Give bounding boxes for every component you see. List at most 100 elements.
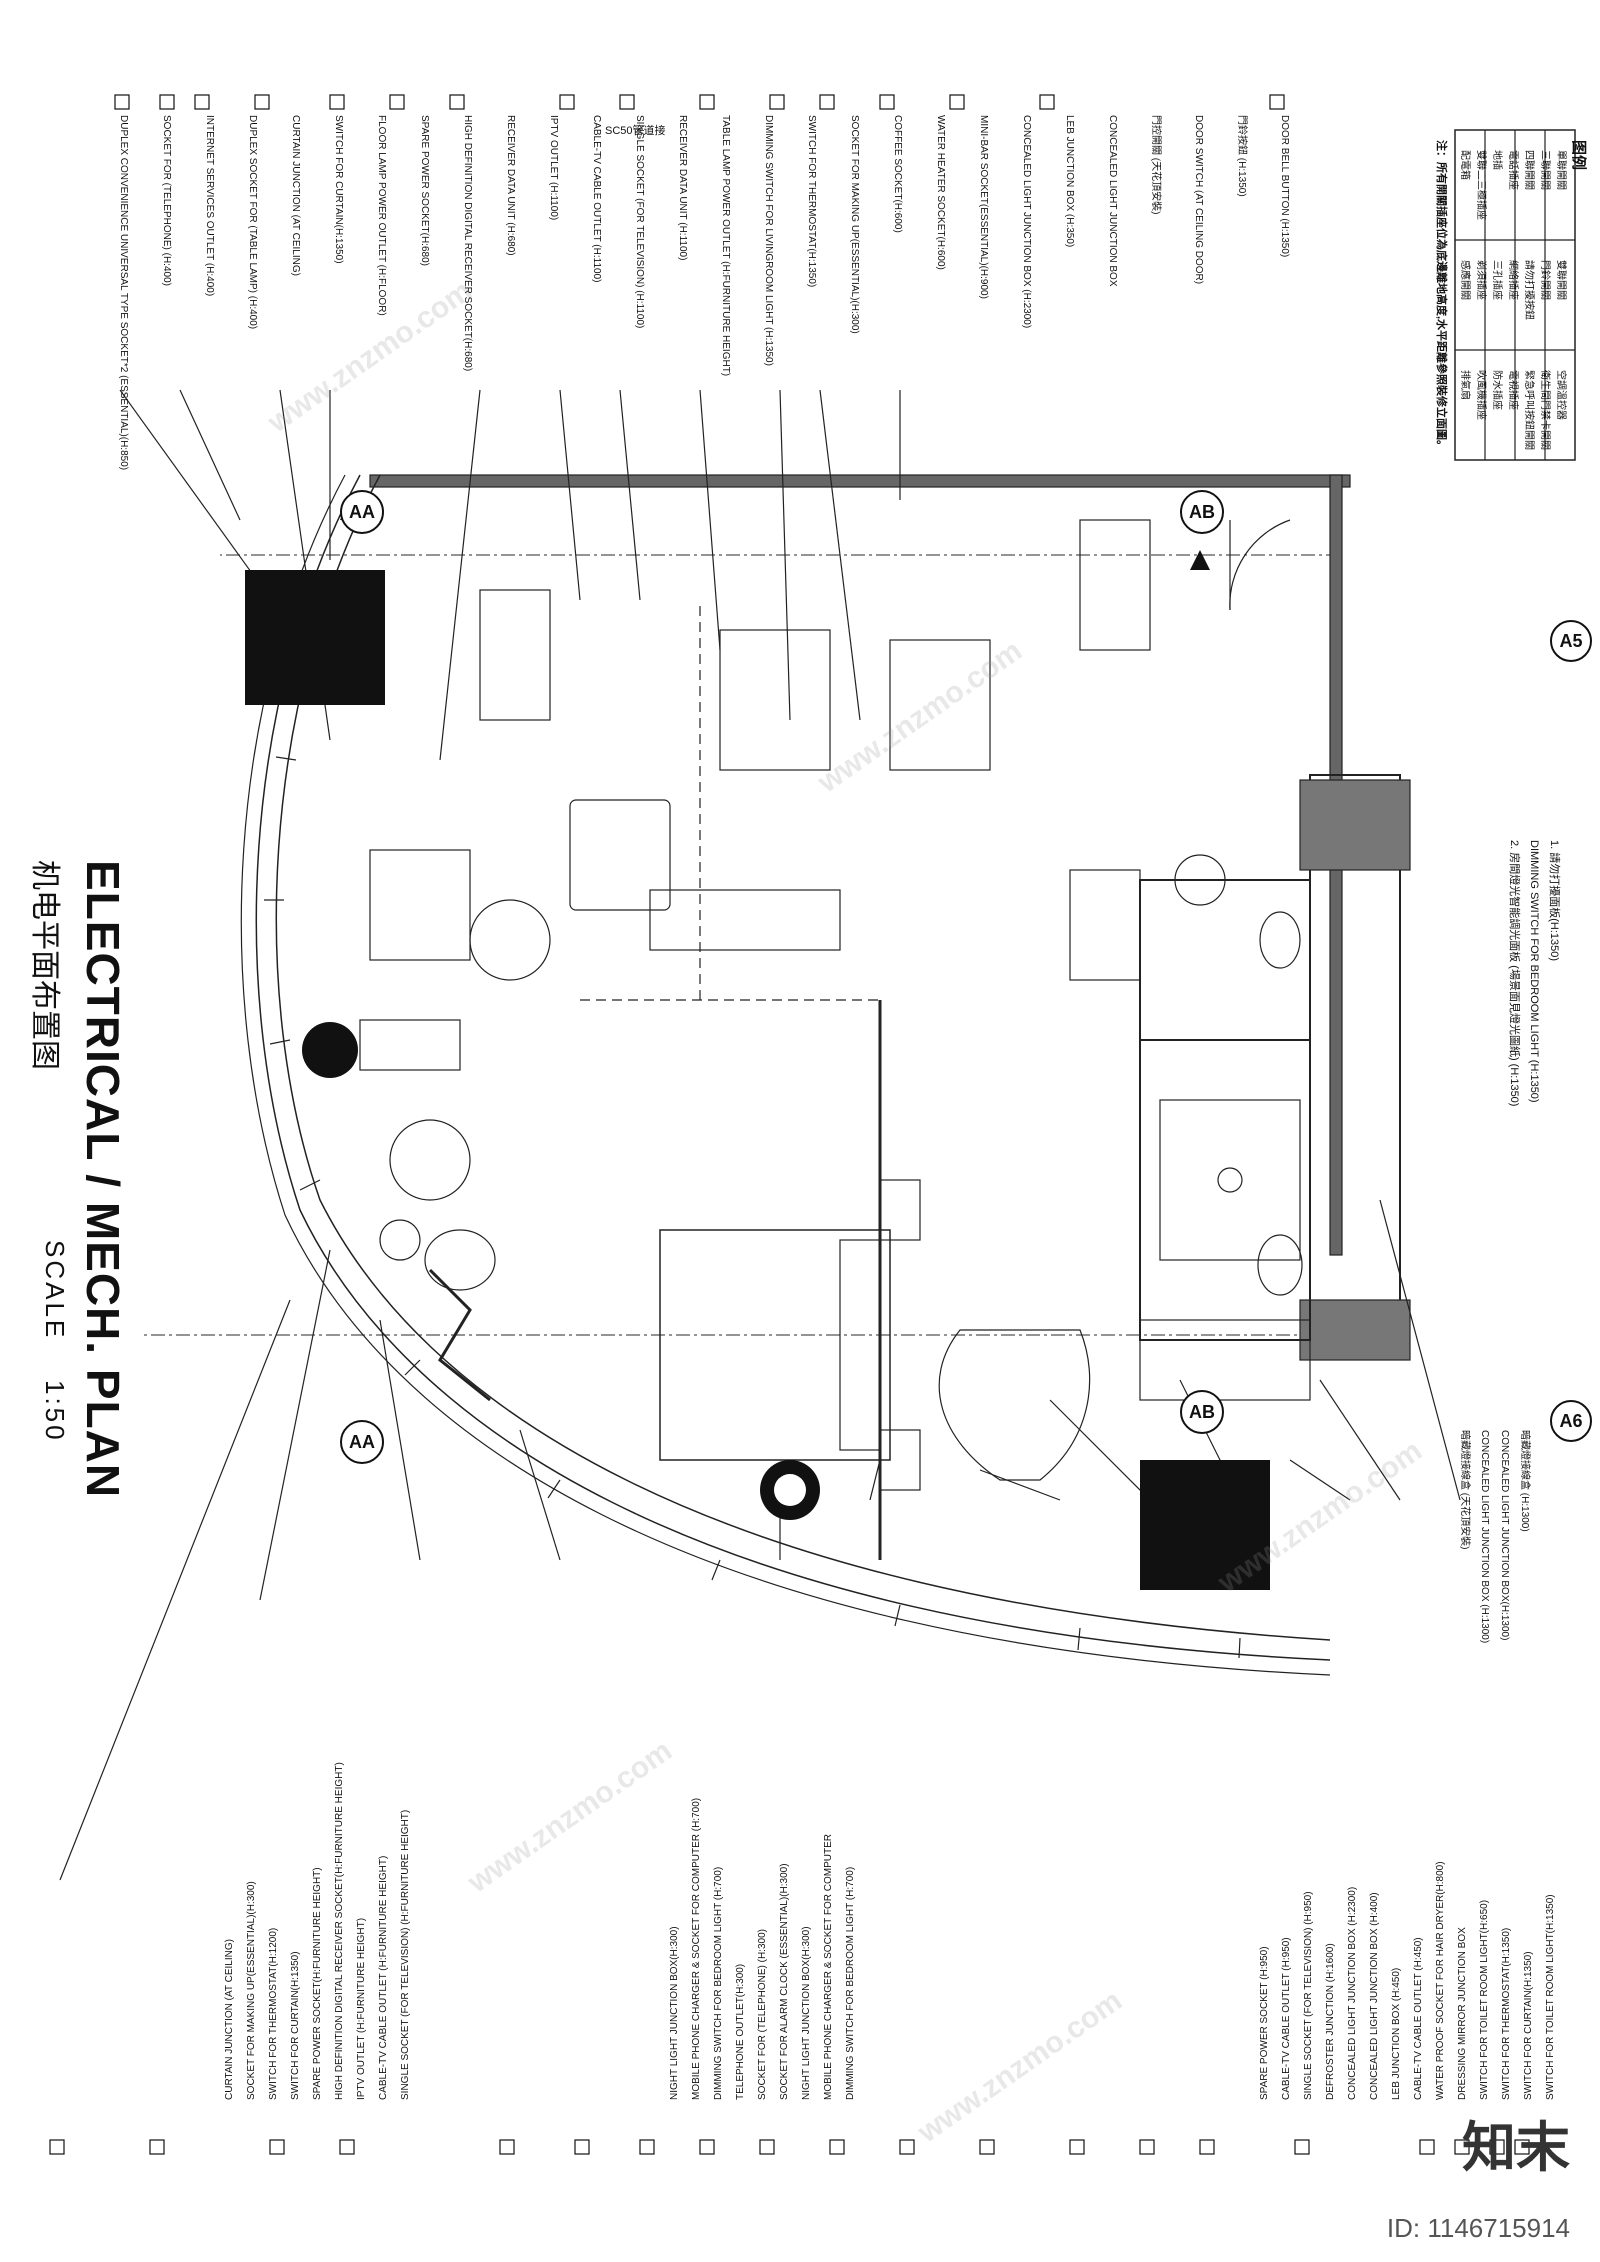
left-label: 門鈴按鈕 (H:1350) (1236, 115, 1247, 197)
bottom-mid-label: DIMMING SWITCH FOR BEDROOM LIGHT (H:700) (713, 1866, 724, 2100)
bottom-left-label: SWITCH FOR THERMOSTAT(H:1200) (268, 1927, 279, 2100)
bottom-right-label: WATER PROOF SOCKET FOR HAIR DRYER(H:800) (1435, 1861, 1446, 2100)
legend-cell: 防水插座 (1491, 370, 1502, 410)
left-label: HIGH DEFINITION DIGITAL RECEIVER SOCKET(… (462, 115, 473, 372)
top-right-label: 1. 請勿打擾面板(H:1350) (1548, 840, 1560, 962)
bottom-mid-label: TELEPHONE OUTLET(H:300) (735, 1963, 746, 2100)
legend-cell: 門鈴開關 (1539, 260, 1550, 300)
left-label: INTERNET SERVICES OUTLET (H:400) (204, 115, 215, 297)
bottom-mid-label: SOCKET FOR ALARM CLOCK (ESSENTIAL)(H:300… (779, 1863, 790, 2100)
right-top-label: 暗藏燈接線盒 (H:1300) (1519, 1430, 1530, 1532)
left-label: RECEIVER DATA UNIT (H:680) (505, 115, 516, 256)
legend-cell: 雙聯開關 (1555, 260, 1566, 300)
bottom-mid-label: SOCKET FOR (TELEPHONE) (H:300) (757, 1929, 768, 2100)
section-mark-aa-bottom: AA (340, 1420, 384, 1464)
section-mark-ab: AB (1180, 490, 1224, 534)
bottom-right-label: DRESSING MIRROR JUNCTION BOX (1457, 1927, 1468, 2100)
bottom-right-label: SWITCH FOR THERMOSTAT(H:1350) (1501, 1927, 1512, 2100)
legend-cell: 緊急呼叫按鈕開關 (1523, 370, 1534, 450)
legend-header: 图例 (1570, 140, 1587, 171)
legend-cell: 吹風機插座 (1475, 370, 1486, 420)
left-label: CONCEALED LIGHT JUNCTION BOX (1107, 115, 1118, 287)
left-label: FLOOR LAMP POWER OUTLET (H:FLOOR) (376, 115, 387, 316)
left-label: 門控開關 (天花頂安裝) (1150, 115, 1161, 215)
legend-cell: 四聯開關 (1523, 150, 1534, 190)
id-text: ID: 1146715914 (1386, 2213, 1570, 2243)
bottom-right-label: DEFROSTER JUNCTION (H:1600) (1325, 1943, 1336, 2100)
bottom-right-label: SINGLE SOCKET (FOR TELEVISION) (H:950) (1303, 1891, 1314, 2100)
legend-cell: 單聯開關 (1555, 150, 1566, 190)
left-label: MINI-BAR SOCKET(ESSENTIAL)(H:900) (978, 115, 989, 299)
left-label: LEB JUNCTION BOX (H:350) (1064, 115, 1075, 248)
bottom-mid-label: MOBILE PHONE CHARGER & SOCKET FOR COMPUT… (823, 1834, 834, 2100)
left-label: DUPLEX SOCKET FOR (TABLE LAMP) (H:400) (247, 115, 258, 330)
brand-logo: 知末 (1462, 2116, 1570, 2179)
bottom-right-label: LEB JUNCTION BOX (H:450) (1391, 1967, 1402, 2100)
bottom-left-label: SINGLE SOCKET (FOR TELEVISION) (H:FURNIT… (400, 1809, 411, 2100)
grid-bubble-a6: A6 (1550, 1400, 1592, 1442)
left-label: SINGLE SOCKET (FOR TELEVISION) (H:1100) (634, 115, 645, 329)
legend-cell: 地插 (1491, 150, 1502, 170)
right-top-label: CONCEALED LIGHT JUNCTION BOX (H:1300) (1479, 1430, 1490, 1644)
grid-bubble-a5: A5 (1550, 620, 1592, 662)
left-label: SOCKET FOR (TELEPHONE) (H:400) (161, 115, 172, 286)
plan-title-en: ELECTRICAL / MECH. PLAN (77, 860, 129, 1499)
bottom-right-label: SWITCH FOR TOILET ROOM LIGHT(H:1350) (1545, 1894, 1556, 2100)
legend-cell: 三聯開關 (1539, 150, 1550, 190)
left-label: WATER HEATER SOCKET(H:600) (935, 115, 946, 270)
left-label: IPTV OUTLET (H:1100) (548, 115, 559, 221)
left-label: SWITCH FOR CURTAIN(H:1350) (333, 115, 344, 264)
bottom-right-label: CABLE-TV CABLE OUTLET (H:950) (1281, 1937, 1292, 2100)
bottom-left-label: SPARE POWER SOCKET(H:FURNITURE HEIGHT) (312, 1867, 323, 2100)
plan-title-cn: 机电平面布置图 (27, 860, 62, 1070)
bottom-right-label: CONCEALED LIGHT JUNCTION BOX (H:2300) (1347, 1886, 1358, 2100)
bottom-left-label: SWITCH FOR CURTAIN(H:1350) (290, 1951, 301, 2100)
left-label: SWITCH FOR THERMOSTAT(H:1350) (806, 115, 817, 288)
top-right-label: 2. 房間燈光智能調光面板 (場景面見燈光圖紙) (H:1350) (1508, 840, 1520, 1107)
legend-cell: 排氣扇 (1459, 370, 1470, 400)
legend-cell: 請勿打擾按鈕 (1523, 260, 1534, 320)
bottom-right-label: CONCEALED LIGHT JUNCTION BOX (H:400) (1369, 1892, 1380, 2100)
bottom-mid-label: MOBILE PHONE CHARGER & SOCKET FOR COMPUT… (691, 1797, 702, 2100)
section-mark-aa: AA (340, 490, 384, 534)
conduit-label: SC50管道接 (605, 125, 666, 137)
bottom-left-label: SOCKET FOR MAKING UP(ESSENTIAL)(H:300) (246, 1881, 257, 2100)
left-label: DUPLEX CONVENIENCE UNIVERSAL TYPE SOCKET… (118, 115, 129, 471)
left-label: CABLE-TV CABLE OUTLET (H:1100) (591, 115, 602, 283)
right-top-label: 暗藏燈接線盒 (天花頂安裝) (1459, 1430, 1470, 1550)
left-label: DOOR BELL BUTTON (H:1350) (1279, 115, 1290, 258)
bottom-mid-label: DIMMING SWITCH FOR BEDROOM LIGHT (H:700) (845, 1866, 856, 2100)
left-label: COFFEE SOCKET(H:600) (892, 115, 903, 233)
top-right-label: DIMMING SWITCH FOR BEDROOM LIGHT (H:1350… (1528, 840, 1540, 1103)
bottom-right-label: SPARE POWER SOCKET (H:950) (1259, 1946, 1270, 2100)
left-label: CURTAIN JUNCTION (AT CEILING) (290, 115, 301, 276)
legend-cell: 三孔插座 (1491, 260, 1502, 300)
left-label: CONCEALED LIGHT JUNCTION BOX (H:2300) (1021, 115, 1032, 329)
legend-note: 注：所有開關插座位為底邊離地高度,水平距離參照裝修立面圖。 (1435, 140, 1447, 452)
legend-cell: 雙聯二三極插座 (1475, 150, 1486, 220)
left-label: DIMMING SWITCH FOR LIVINGROOM LIGHT (H:1… (763, 115, 774, 366)
scale-label: SCALE (40, 1240, 70, 1341)
legend-cell: 電視插座 (1507, 370, 1518, 410)
left-label: DOOR SWITCH (AT CEILING DOOR) (1193, 115, 1204, 285)
legend-cell: 網絡插座 (1507, 260, 1518, 300)
legend-cell: 剃須插座 (1475, 260, 1486, 300)
section-mark-ab-bottom: AB (1180, 1390, 1224, 1434)
bottom-mid-label: NIGHT LIGHT JUNCTION BOX(H:300) (669, 1926, 680, 2100)
legend-cell: 電話插座 (1507, 150, 1518, 190)
legend-cell: 空調溫控器 (1555, 370, 1566, 420)
legend-cell: 衛生間門禁卡開關 (1539, 370, 1550, 450)
left-label: TABLE LAMP POWER OUTLET (H:FURNITURE HEI… (720, 115, 731, 377)
bottom-right-label: CABLE-TV CABLE OUTLET (H:450) (1413, 1937, 1424, 2100)
left-label: RECEIVER DATA UNIT (H:1100) (677, 115, 688, 261)
bottom-right-label: SWITCH FOR CURTAIN(H:1350) (1523, 1951, 1534, 2100)
left-label: SPARE POWER SOCKET(H:680) (419, 115, 430, 266)
left-label: SOCKET FOR MAKING UP(ESSENTIAL)(H:300) (849, 115, 860, 334)
bottom-left-label: HIGH DEFINITION DIGITAL RECEIVER SOCKET(… (334, 1762, 345, 2100)
bottom-mid-label: NIGHT LIGHT JUNCTION BOX(H:300) (801, 1926, 812, 2100)
right-top-label: CONCEALED LIGHT JUNCTION BOX(H:1300) (1499, 1430, 1510, 1641)
bottom-left-label: IPTV OUTLET (H:FURNITURE HEIGHT) (356, 1917, 367, 2100)
bottom-left-label: CURTAIN JUNCTION (AT CEILING) (224, 1939, 235, 2100)
